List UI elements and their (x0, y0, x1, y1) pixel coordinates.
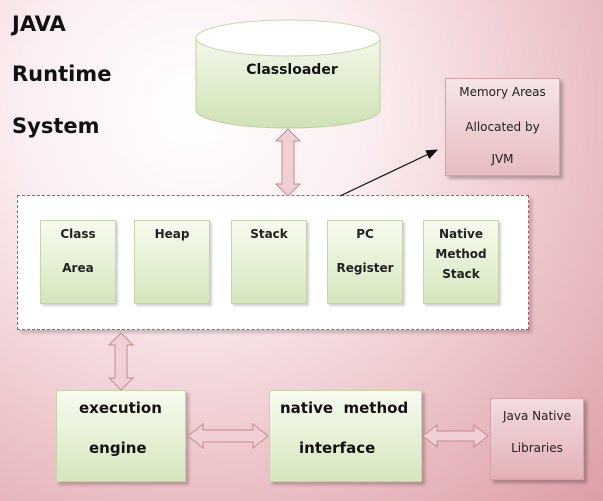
stack-box: Stack (231, 220, 307, 304)
heap-box: Heap (134, 220, 210, 304)
class-area-label: Area (62, 261, 94, 275)
native-method-interface-box: native method interface (269, 390, 422, 482)
title-line-java: JAVA (12, 12, 66, 36)
class-area-label: Class (60, 227, 96, 241)
native-interface-label: native method (280, 399, 409, 417)
native-method-stack-label: Native (439, 227, 483, 241)
native-libraries-label: Libraries (511, 441, 563, 455)
native-interface-label: interface (299, 439, 376, 457)
pc-register-label: Register (336, 261, 394, 275)
native-method-stack-box: Native Method Stack (423, 220, 499, 304)
memory-note-line: JVM (491, 152, 514, 166)
title-line-runtime: Runtime (12, 62, 112, 86)
execution-engine-label: engine (89, 439, 147, 457)
double-arrow-areas-engine (107, 332, 135, 391)
title-line-system: System (12, 114, 100, 138)
heap-label: Heap (154, 227, 190, 241)
classloader-label: Classloader (246, 62, 338, 78)
memory-note-line: Memory Areas (459, 85, 546, 99)
execution-engine-box: execution engine (56, 390, 186, 482)
native-method-stack-label: Stack (442, 267, 480, 281)
pointer-arrow-memory-note (339, 149, 439, 197)
double-arrow-interface-libraries (422, 423, 489, 449)
execution-engine-label: execution (79, 399, 162, 417)
memory-note-line: Allocated by (465, 120, 540, 134)
double-arrow-classloader-areas (274, 128, 302, 197)
class-area-box: Class Area (40, 220, 116, 304)
native-libraries-label: Java Native (502, 409, 571, 423)
double-arrow-engine-interface (187, 422, 269, 450)
pc-register-box: PC Register (327, 220, 403, 304)
native-method-stack-label: Method (435, 247, 487, 261)
stack-label: Stack (250, 227, 288, 241)
memory-areas-note: Memory Areas Allocated by JVM (445, 78, 560, 176)
pc-register-label: PC (356, 227, 374, 241)
java-native-libraries-box: Java Native Libraries (490, 398, 584, 480)
